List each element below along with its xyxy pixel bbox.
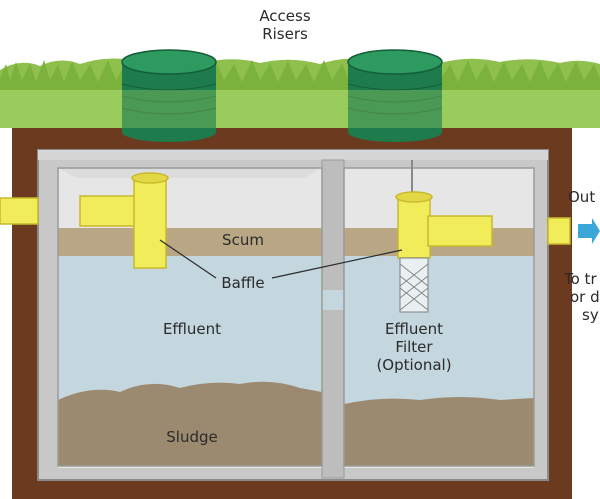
access-risers-label-2: Risers	[262, 25, 308, 43]
to-label-3: sy	[582, 306, 599, 324]
outlet-baffle-vertical	[397, 195, 431, 259]
effluent-filter-crosshatch	[399, 263, 429, 311]
outlet-pipe	[547, 217, 571, 245]
riser-left-ridges	[121, 83, 217, 115]
grass-overlay	[0, 90, 600, 128]
baffle-leader-left	[159, 239, 217, 279]
grass-transparent-band	[0, 90, 600, 128]
inlet-baffle-top	[131, 172, 169, 184]
inlet-baffle-horizontal	[79, 195, 141, 227]
outlet-baffle-horizontal	[427, 215, 493, 247]
scum-left	[58, 228, 322, 256]
filter-label-3: (Optional)	[376, 356, 451, 374]
riser-right-ridges	[347, 83, 443, 115]
outlet-baffle-top	[395, 191, 433, 203]
sludge-left	[58, 381, 322, 466]
riser-left-top	[121, 49, 217, 75]
to-label-1: To tr	[563, 270, 597, 288]
effluent-filter-mesh	[399, 257, 429, 313]
baffle-label: Baffle	[221, 274, 264, 292]
divider-wall	[321, 159, 345, 479]
riser-right-bottom	[348, 122, 442, 142]
divider-opening	[322, 290, 344, 310]
outlet-label: Out	[568, 188, 595, 206]
access-risers-label-1: Access	[259, 7, 311, 25]
sludge-label: Sludge	[166, 428, 217, 446]
left-chamber-back	[58, 168, 322, 178]
tank-lid	[38, 150, 548, 160]
riser-right-top	[347, 49, 443, 75]
effluent-label: Effluent	[163, 320, 221, 338]
outlet-arrow	[578, 218, 600, 244]
filter-label-1: Effluent	[385, 320, 443, 338]
to-label-2: or d	[570, 288, 600, 306]
sludge-right	[344, 397, 534, 466]
filter-label-2: Filter	[395, 338, 433, 356]
left-chamber-frame	[57, 167, 323, 467]
riser-left-bottom	[122, 122, 216, 142]
baffle-leader-right	[271, 249, 403, 279]
inlet-pipe	[0, 197, 39, 225]
right-chamber-frame	[343, 167, 535, 467]
inlet-baffle-vertical	[133, 175, 167, 269]
scum-label: Scum	[222, 231, 264, 249]
